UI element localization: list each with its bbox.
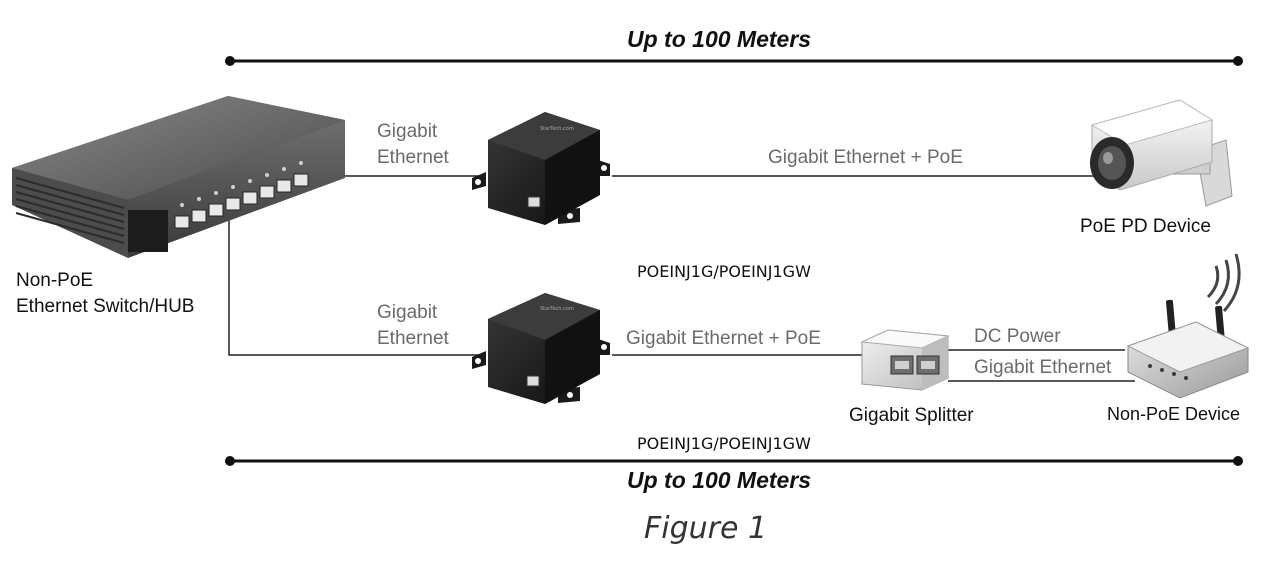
switch-label-line1: Non-PoE — [16, 270, 94, 291]
router-label: Non-PoE Device — [1107, 404, 1241, 424]
link-switch-to-injector-bottom — [228, 214, 483, 356]
link-top-label-line1: Gigabit — [377, 121, 438, 142]
splitter-ethernet-label: Gigabit Ethernet — [974, 357, 1112, 378]
svg-text:StarTech.com: StarTech.com — [540, 126, 574, 132]
switch-label-line2: Ethernet Switch/HUB — [16, 296, 195, 317]
poe-injector-icon-2: StarTech.com — [472, 293, 610, 404]
poe-link-top-label: Gigabit Ethernet + PoE — [768, 147, 963, 168]
link-bottom-label-line2: Ethernet — [377, 328, 449, 349]
splitter-label: Gigabit Splitter — [849, 405, 974, 426]
ip-camera-icon — [1090, 99, 1233, 207]
injector-bottom-model: POEINJ1G/POEINJ1GW — [637, 434, 811, 453]
poe-injector-icon: StarTech.com — [472, 112, 610, 225]
distance-bar-bottom — [225, 456, 1243, 466]
distance-label-bottom: Up to 100 Meters — [627, 467, 812, 493]
svg-text:StarTech.com: StarTech.com — [540, 306, 574, 312]
link-top-label-line2: Ethernet — [377, 147, 449, 168]
poe-splitter-icon — [860, 329, 950, 391]
connection-lines — [228, 175, 1135, 382]
link-bottom-label-line1: Gigabit — [377, 302, 438, 323]
camera-label: PoE PD Device — [1080, 216, 1211, 237]
wifi-router-icon — [1126, 253, 1250, 399]
figure-caption: Figure 1 — [644, 511, 768, 546]
ethernet-switch-icon — [12, 96, 345, 258]
injector-top-model: POEINJ1G/POEINJ1GW — [637, 262, 811, 281]
distance-label-top: Up to 100 Meters — [627, 26, 812, 52]
distance-bar-top — [225, 56, 1243, 66]
poe-link-bottom-label: Gigabit Ethernet + PoE — [626, 328, 821, 349]
dc-power-label: DC Power — [974, 326, 1061, 347]
